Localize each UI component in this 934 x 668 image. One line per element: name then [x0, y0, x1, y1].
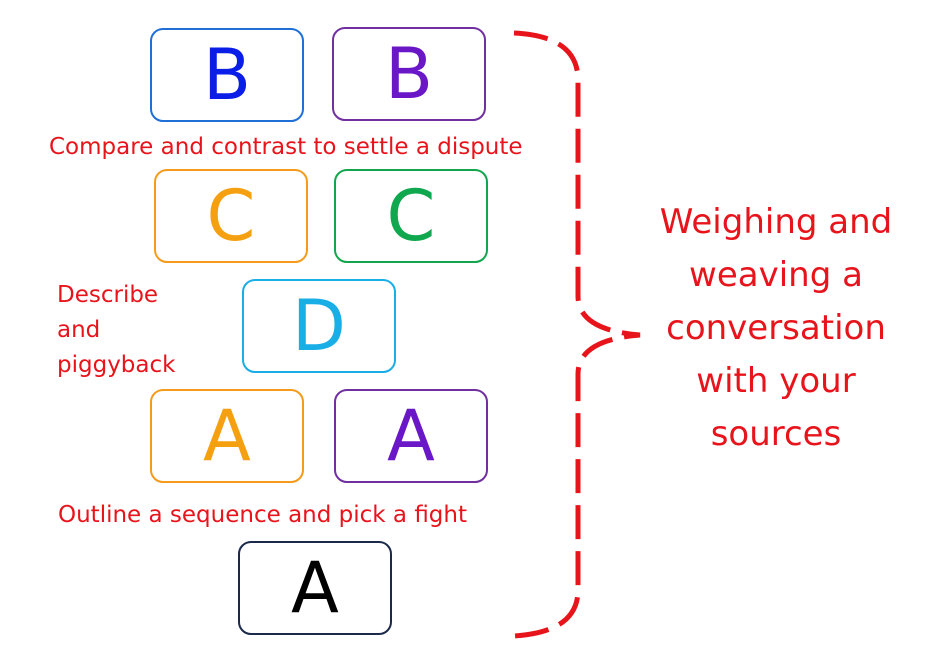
box-c-right: C — [334, 169, 488, 263]
box-letter: B — [384, 33, 434, 115]
brace-path — [513, 30, 641, 639]
label-outline-sequence: Outline a sequence and pick a fight — [58, 502, 468, 528]
side-caption-line: with your — [696, 361, 856, 401]
side-caption-line: Weighing and — [659, 202, 893, 242]
box-letter: C — [386, 175, 436, 257]
box-letter: A — [291, 547, 339, 629]
label-piggyback: piggyback — [57, 352, 176, 378]
label-describe: Describe — [57, 282, 159, 308]
box-c-left: C — [154, 169, 308, 263]
box-b-right: B — [332, 27, 486, 121]
side-caption: Weighing and weaving a conversation with… — [640, 196, 912, 461]
box-letter: A — [387, 395, 435, 477]
box-b-left: B — [150, 28, 304, 122]
box-letter: D — [292, 285, 346, 367]
box-a-right: A — [334, 389, 488, 483]
side-caption-line: conversation — [666, 308, 886, 348]
box-a-left: A — [150, 389, 304, 483]
label-compare-contrast: Compare and contrast to settle a dispute — [49, 134, 523, 160]
label-and: and — [57, 317, 101, 343]
side-caption-line: weaving a — [689, 255, 863, 295]
box-a-bottom: A — [238, 541, 392, 635]
side-caption-line: sources — [710, 414, 842, 454]
box-letter: B — [202, 34, 252, 116]
box-letter: A — [203, 395, 251, 477]
box-letter: C — [206, 175, 256, 257]
box-d: D — [242, 279, 396, 373]
